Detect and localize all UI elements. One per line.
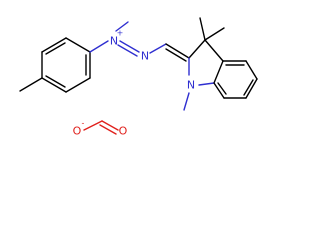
bond-ring1-a [65,37,91,53]
bond-n-n-1 [119,40,140,53]
charge-minus: - [82,119,85,128]
structure-canvas: N + N N O - O [19,17,258,138]
bond-c-ocarbonyl-1 [101,120,119,131]
bond-benz-c [245,78,258,99]
bond-oanion-c [83,120,103,131]
bond-tolyl-methyl [19,77,43,92]
bond-ring1-e [65,77,91,93]
bond-ring1-b [41,37,67,53]
bond-c3-methyl-1 [199,17,206,41]
bond-c2-c3 [188,39,206,59]
bond-c3-methyl-2 [204,27,225,41]
formate-ion [83,120,119,135]
bond-c-ocarbonyl-2 [99,124,117,135]
charge-plus: + [117,29,124,38]
atom-o-carbonyl: O [119,125,128,138]
bond-ch-c2-2 [165,48,187,62]
bond-ring1-d [41,77,67,93]
bond-benz-e [213,82,225,99]
bond-ch-c2-1 [165,43,190,59]
tolyl-ring [41,37,91,93]
bond-n-ch [149,43,167,54]
atom-n-azo: N [141,50,149,63]
bond-benz-b [245,60,258,80]
bond-c3a-c7a [213,60,224,84]
bond-ring1-double-1 [45,42,66,55]
bond-n-n-2 [117,44,138,57]
bond-nplus-methyl [115,21,129,32]
bond-ring1-double-2 [45,75,66,88]
bond-benz-double-3 [217,82,227,95]
bond-n1-methyl [183,92,190,111]
bond-c7a-n1 [198,82,215,86]
indoline-ring [188,39,258,99]
bond-c3-c3a [204,39,224,62]
bond-benz-double-2 [243,79,254,96]
atom-n-indoline: N [187,79,195,92]
atom-o-anion: O [73,125,82,138]
atom-n-plus: N [110,35,118,48]
bond-ring-nplus [89,40,109,53]
